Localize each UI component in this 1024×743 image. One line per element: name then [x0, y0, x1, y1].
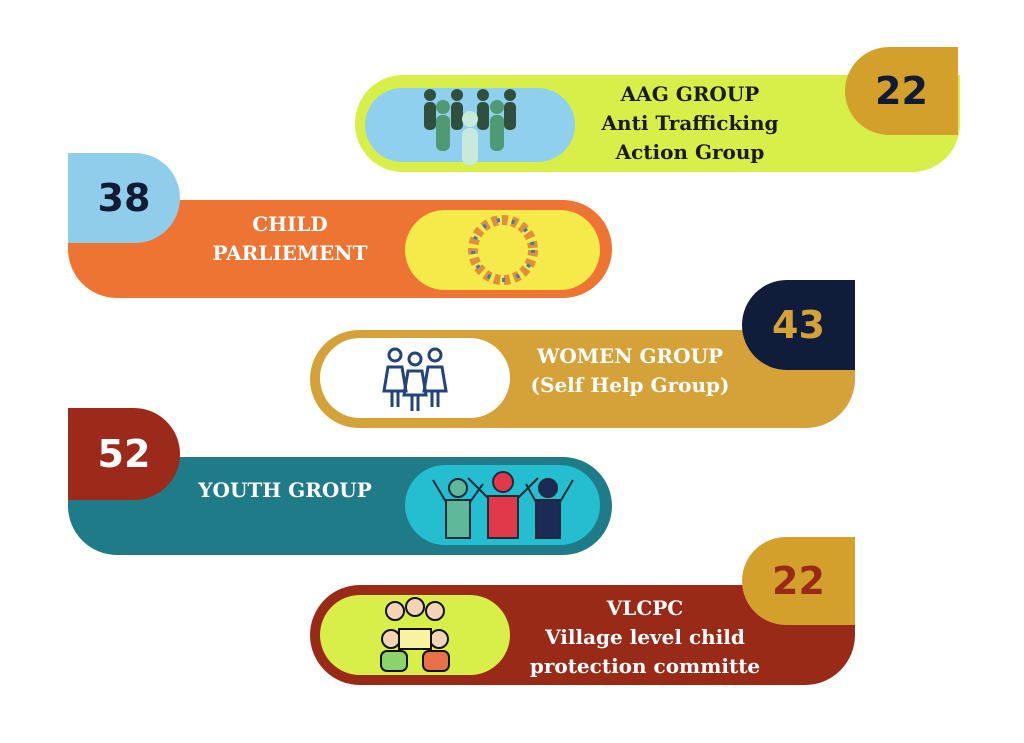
count-badge-aag: 22: [845, 47, 958, 135]
count-badge-women: 43: [742, 280, 855, 370]
group-subtitle: protection committe: [529, 653, 761, 678]
women-group-icon: [320, 338, 510, 418]
youth-cheering-icon: [405, 465, 600, 545]
count-badge-vlcpc: 22: [742, 537, 855, 625]
people-crowd-icon: [365, 88, 575, 165]
group-title: VLCPC: [606, 595, 684, 620]
group-label-child-parliament: CHILD PARLIEMENT: [185, 208, 395, 270]
group-label-aag: AAG GROUP Anti Trafficking Action Group: [585, 78, 795, 168]
group-subtitle: Action Group: [615, 139, 765, 164]
group-label-vlcpc: VLCPC Village level child protection com…: [520, 592, 770, 682]
group-label-women: WOMEN GROUP (Self Help Group): [515, 340, 745, 402]
children-circle-icon: [405, 210, 600, 290]
group-title: CHILD: [252, 212, 328, 236]
group-subtitle: (Self Help Group): [530, 373, 730, 397]
group-subtitle: Village level child: [545, 624, 745, 649]
committee-meeting-icon: [320, 595, 510, 675]
group-label-youth: YOUTH GROUP: [180, 475, 390, 505]
group-title: PARLIEMENT: [212, 241, 368, 265]
group-title: WOMEN GROUP: [536, 344, 724, 368]
count-badge-youth: 52: [68, 408, 180, 500]
count-badge-child-parliament: 38: [68, 153, 180, 243]
group-title: AAG GROUP: [620, 81, 760, 106]
group-subtitle: Anti Trafficking: [601, 110, 779, 135]
group-title: YOUTH GROUP: [198, 477, 372, 502]
